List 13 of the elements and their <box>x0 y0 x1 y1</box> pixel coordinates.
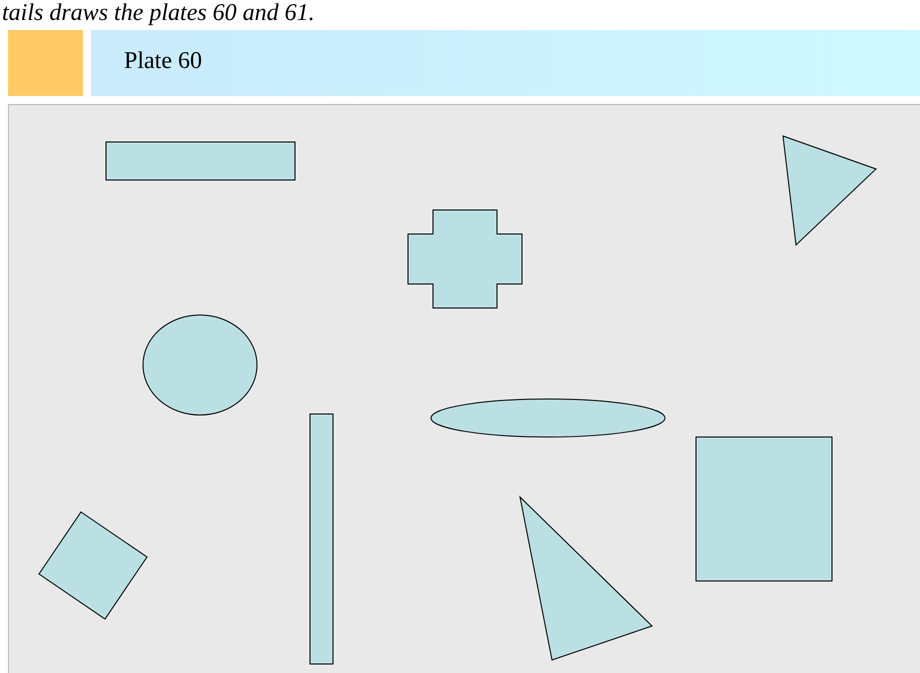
color-tab <box>8 30 83 96</box>
plate-heading: Plate 60 <box>124 48 202 75</box>
rectangle-shape <box>696 436 832 582</box>
rectangle-shape <box>106 142 296 180</box>
triangle-shape <box>519 496 653 661</box>
ellipse-shape <box>430 398 666 438</box>
shape-panel <box>8 104 920 673</box>
bar-shape <box>310 414 334 664</box>
circle-shape <box>142 314 258 416</box>
triangle-shape <box>782 135 877 246</box>
header-band <box>91 30 920 96</box>
cross-shape <box>408 210 522 308</box>
caption-text: tails draws the plates 60 and 61. <box>2 0 315 26</box>
